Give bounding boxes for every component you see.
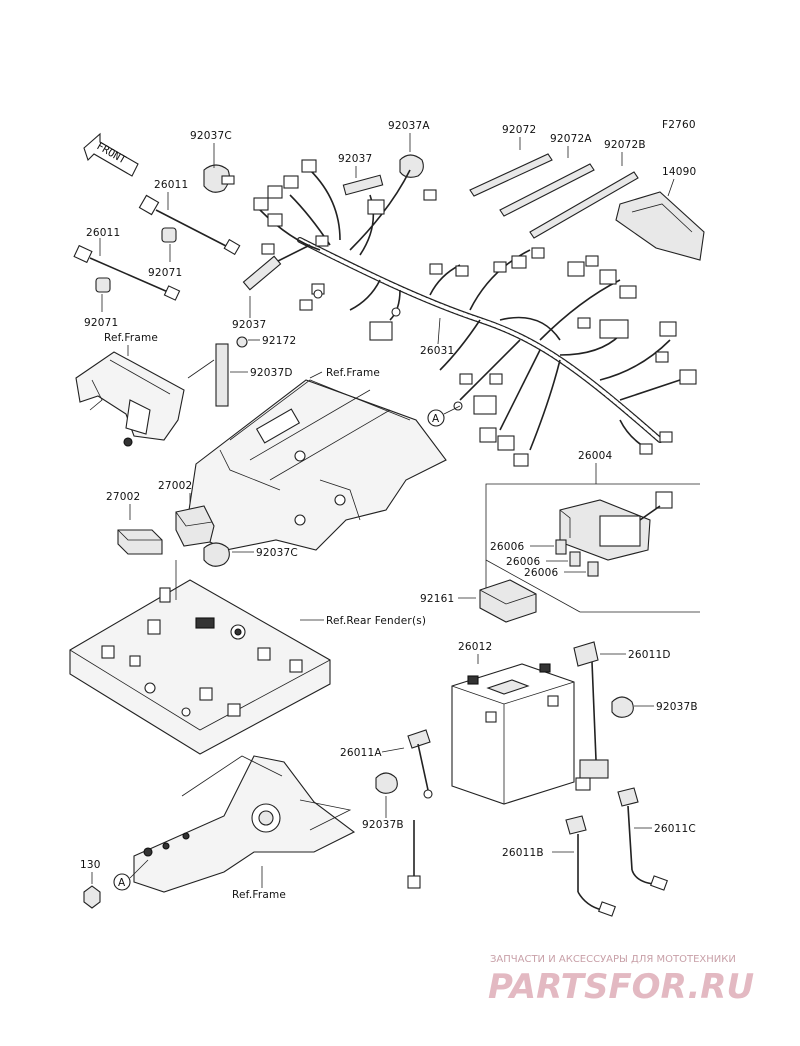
- label-92037A: 92037A: [388, 120, 430, 132]
- battery-26012: [451, 663, 575, 805]
- lead-26011A: [407, 729, 433, 799]
- band-92037-mid: [242, 255, 282, 291]
- clamp-92037C-top: [203, 164, 235, 193]
- relay-27002-upper: [175, 505, 215, 547]
- label-26011-b: 26011: [86, 227, 120, 239]
- label-92161: 92161: [420, 593, 454, 605]
- label-92037-top: 92037: [338, 153, 372, 165]
- label-92037C-top: 92037C: [190, 130, 232, 142]
- label-14090: 14090: [662, 166, 696, 178]
- ref-frame-3: Ref.Frame: [232, 889, 286, 901]
- label-27002-a: 27002: [106, 491, 140, 503]
- label-130: 130: [80, 859, 101, 871]
- label-92037D: 92037D: [250, 367, 293, 379]
- label-92071-a: 92071: [148, 267, 182, 279]
- diagram-code: F2760: [662, 119, 696, 131]
- lead-26011D: [573, 641, 609, 791]
- lead-26011B: [565, 815, 616, 917]
- relay-27002-lower: [117, 529, 163, 555]
- lead-26011C: [617, 787, 668, 891]
- callout-a-lower: A: [113, 859, 149, 891]
- group-bracket-26004: [485, 483, 700, 613]
- relay-26006-a: [555, 539, 567, 555]
- ref-frame-1: Ref.Frame: [104, 332, 158, 344]
- label-26006-a: 26006: [490, 541, 525, 553]
- relay-26006-b: [569, 551, 581, 567]
- label-26011-a: 26011: [154, 179, 188, 191]
- front-arrow-icon: FRONT: [83, 132, 139, 177]
- grommet-92071-upper: [161, 227, 177, 243]
- lead-26011-lower: [73, 244, 181, 301]
- label-92072: 92072: [502, 124, 536, 136]
- callout-a-upper-text: A: [432, 413, 440, 425]
- label-92037B-right: 92037B: [656, 701, 698, 713]
- relay-assembly-26004: [559, 491, 673, 561]
- frame-swingarm: [133, 755, 356, 893]
- ref-rear-fender: Ref.Rear Fender(s): [326, 615, 426, 627]
- watermark-brand: PARTSFOR.RU: [488, 967, 754, 1007]
- callout-a-upper: A: [427, 405, 461, 427]
- label-26006-c: 26006: [524, 567, 559, 579]
- tie-92072B: [529, 171, 639, 239]
- label-92071-b: 92071: [84, 317, 118, 329]
- label-26011D: 26011D: [628, 649, 671, 661]
- label-92172: 92172: [262, 335, 296, 347]
- relay-26006-c: [587, 561, 599, 577]
- lead-26011-upper: [138, 194, 241, 256]
- clamp-92037A: [399, 154, 424, 178]
- screw-92172: [236, 336, 248, 348]
- tie-92072A: [499, 163, 595, 217]
- label-26011B: 26011B: [502, 847, 544, 859]
- callout-a-lower-text: A: [118, 877, 126, 889]
- label-26006-b: 26006: [506, 556, 541, 568]
- label-26031: 26031: [420, 345, 454, 357]
- label-26012: 26012: [458, 641, 492, 653]
- cover-14090: [615, 191, 705, 261]
- clamp-92037C-low: [203, 542, 230, 567]
- label-92072B: 92072B: [604, 139, 646, 151]
- battery-tray: [69, 579, 331, 755]
- frame-bracket-left: [75, 351, 185, 447]
- clamp-92037B-left: [375, 772, 398, 794]
- tie-92072: [469, 153, 553, 197]
- box-92161: [479, 579, 537, 623]
- label-92072A: 92072A: [550, 133, 592, 145]
- label-92037-mid: 92037: [232, 319, 266, 331]
- label-26011A: 26011A: [340, 747, 382, 759]
- lead-26011A-lower: [407, 820, 421, 889]
- clamp-92037B-right: [611, 696, 634, 718]
- main-harness-26031: [253, 159, 697, 467]
- label-26011C: 26011C: [654, 823, 696, 835]
- label-92037B-left: 92037B: [362, 819, 404, 831]
- watermark-tagline: ЗАПЧАСТИ И АКСЕССУАРЫ ДЛЯ МОТОТЕХНИКИ: [490, 954, 736, 965]
- bolt-130: [83, 885, 101, 909]
- grommet-92071-lower: [95, 277, 111, 293]
- label-27002-b: 27002: [158, 480, 192, 492]
- band-92037-top: [342, 174, 384, 196]
- ref-frame-2: Ref.Frame: [326, 367, 380, 379]
- band-92037D: [215, 343, 229, 407]
- label-92037C-low: 92037C: [256, 547, 298, 559]
- label-26004: 26004: [578, 450, 613, 462]
- watermark: ЗАПЧАСТИ И АКСЕССУАРЫ ДЛЯ МОТОТЕХНИКИ PA…: [488, 954, 754, 1007]
